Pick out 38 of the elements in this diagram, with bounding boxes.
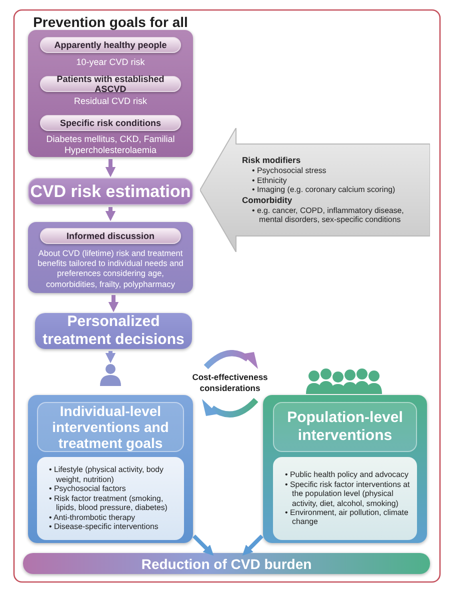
intervention-panel	[263, 395, 427, 543]
heading-panel	[273, 402, 417, 452]
section-heading: Comorbidity	[242, 194, 292, 206]
section-heading: Risk modifiers	[242, 155, 301, 166]
box-label: Personalized treatment decisions	[42, 313, 186, 349]
modifier-arrow-box	[200, 128, 430, 252]
cost-label: Cost-effectiveness considerations	[191, 372, 269, 394]
box-label: Population-level interventions	[286, 409, 404, 445]
note-text: Residual CVD risk	[72, 96, 148, 107]
pill-label: Patients with established ASCVD	[56, 74, 166, 94]
description-text: About CVD (lifetime) risk and treatment benefits tailored to individual needs and preferences considering age, comorbidities, frailty, polypharmacy	[36, 248, 184, 289]
list-panel	[273, 457, 417, 540]
intervention-panel	[28, 395, 193, 543]
list-panel	[37, 457, 184, 540]
box-label: CVD risk estimation	[30, 182, 191, 202]
outcome-bar	[23, 553, 430, 574]
pill-label: Apparently healthy people	[54, 40, 167, 50]
arrow	[105, 351, 116, 364]
person-icon	[100, 364, 121, 386]
arrow	[242, 534, 264, 556]
note-text: 10-year CVD risk	[75, 57, 146, 68]
category-pill	[40, 37, 181, 53]
box-label: Reduction of CVD burden	[141, 556, 312, 572]
arrow	[192, 534, 214, 556]
category-pill	[40, 115, 181, 131]
box-label: Individual-level interventions and treatment goals	[51, 403, 170, 451]
heading-panel	[37, 402, 184, 452]
people-group-icon	[306, 368, 382, 394]
arrow	[108, 295, 119, 312]
note-text: Diabetes mellitus, CKD, Familial Hypercholesterolaemia	[45, 134, 176, 156]
arrow	[105, 159, 116, 178]
category-pill	[40, 76, 181, 92]
panel-heading: Prevention goals for all	[33, 14, 188, 30]
arrow	[105, 207, 116, 222]
category-pill	[40, 228, 181, 244]
pill-label: Specific risk conditions	[60, 118, 162, 128]
pill-label: Informed discussion	[66, 231, 154, 241]
discussion-panel	[28, 222, 193, 293]
